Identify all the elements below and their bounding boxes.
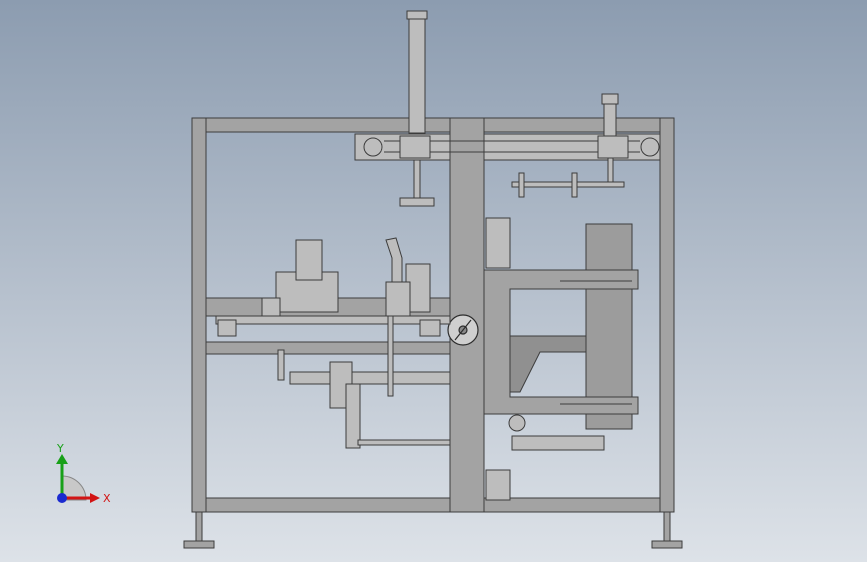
vertical-rod-right <box>607 157 614 183</box>
foot-right-stem <box>663 511 671 543</box>
top-cylinder <box>408 12 426 134</box>
bracket-small-bottom <box>485 469 511 501</box>
right-post-knob <box>601 93 619 105</box>
pulley-right <box>640 137 660 157</box>
pendant-bracket <box>345 383 361 449</box>
small-block-left <box>261 297 281 317</box>
side-panel <box>585 223 633 430</box>
vertical-rod-left <box>387 315 394 397</box>
mid-beam-lower <box>205 341 451 355</box>
carriage-right <box>597 135 629 159</box>
feed-roller-stack <box>295 239 323 281</box>
suction-cup-2 <box>571 172 578 198</box>
foot-left-pad <box>183 540 215 549</box>
label-head <box>385 281 411 317</box>
lower-pivot <box>508 414 526 432</box>
top-cylinder-cap <box>406 10 428 20</box>
foot-left-stem <box>195 511 203 543</box>
mounting-plate <box>215 315 451 325</box>
angle-bracket <box>509 335 587 393</box>
x-axis-arrowhead <box>90 493 100 503</box>
y-axis-label: Y <box>56 442 64 455</box>
frame-right-post <box>659 117 675 513</box>
frame-bottom-beam <box>191 497 675 513</box>
bearing-block-1 <box>217 319 237 337</box>
lower-pneumatic-rod <box>357 439 451 446</box>
suction-plate <box>399 197 435 207</box>
clamp-arm-upper <box>483 269 639 415</box>
linear-module-right <box>483 133 661 161</box>
suction-bar <box>511 181 625 188</box>
foot-right-pad <box>651 540 683 549</box>
pulley-left <box>363 137 383 157</box>
carriage-left <box>399 135 431 159</box>
shaft-horizontal <box>289 371 451 385</box>
suction-cup-1 <box>518 172 525 198</box>
y-axis-arrowhead <box>56 454 68 464</box>
lower-rod-right <box>511 435 605 451</box>
bracket-small-top <box>485 217 511 269</box>
x-axis-label: X <box>103 492 111 505</box>
cable-post <box>277 349 285 381</box>
label-guide <box>385 237 403 283</box>
z-axis-dot <box>57 493 67 503</box>
frame-left-post <box>191 117 207 513</box>
axis-triad: Y X <box>56 442 111 505</box>
bearing-block-2 <box>419 319 441 337</box>
frame-top-beam <box>191 117 675 133</box>
